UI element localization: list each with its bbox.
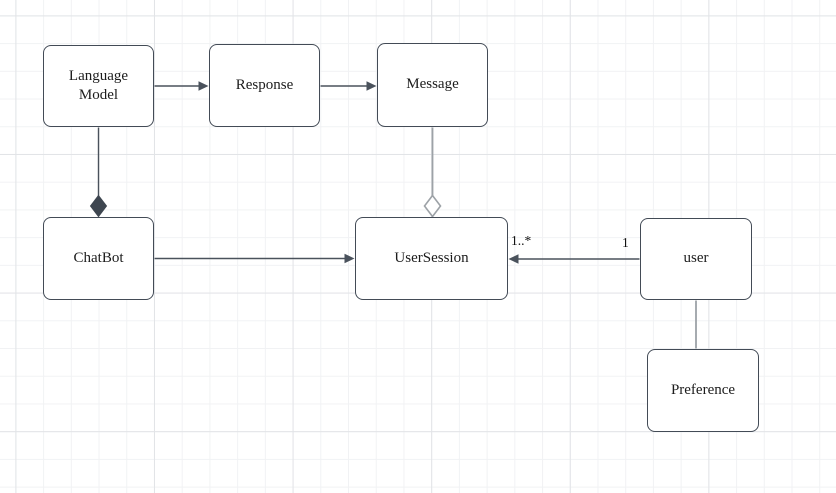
node-language-model[interactable]: Language Model	[43, 45, 154, 127]
aggregation-diamond-icon	[423, 194, 442, 218]
multiplicity-label-user-session[interactable]: 1..*	[511, 233, 532, 248]
edge-language-model-to-chatbot[interactable]	[89, 127, 108, 218]
node-message-label: Message	[406, 76, 459, 93]
node-chatbot-label: ChatBot	[73, 249, 124, 266]
node-response[interactable]: Response	[209, 44, 320, 127]
node-chatbot[interactable]: ChatBot	[43, 217, 154, 300]
node-preference[interactable]: Preference	[647, 349, 759, 432]
node-language-model-label: Language Model	[68, 67, 129, 104]
node-message[interactable]: Message	[377, 43, 488, 127]
composition-diamond-icon	[89, 194, 108, 218]
edge-language-model-to-response[interactable]	[154, 81, 209, 91]
node-preference-label: Preference	[670, 381, 736, 398]
node-user-label: user	[683, 250, 709, 267]
arrowhead-icon	[508, 254, 519, 264]
arrowhead-icon	[344, 253, 355, 264]
arrowhead-icon	[198, 81, 209, 91]
edge-chatbot-to-user-session[interactable]	[154, 253, 355, 264]
edge-message-to-user-session[interactable]	[423, 127, 442, 218]
node-user[interactable]: user	[640, 218, 752, 300]
node-user-session-label: UserSession	[394, 249, 469, 266]
edge-user-to-user-session[interactable]	[508, 254, 640, 264]
node-user-session[interactable]: UserSession	[355, 217, 508, 300]
arrowhead-icon	[366, 81, 377, 91]
node-response-label: Response	[235, 76, 294, 93]
multiplicity-label-user[interactable]: 1	[622, 235, 629, 250]
edge-response-to-message[interactable]	[320, 81, 377, 91]
